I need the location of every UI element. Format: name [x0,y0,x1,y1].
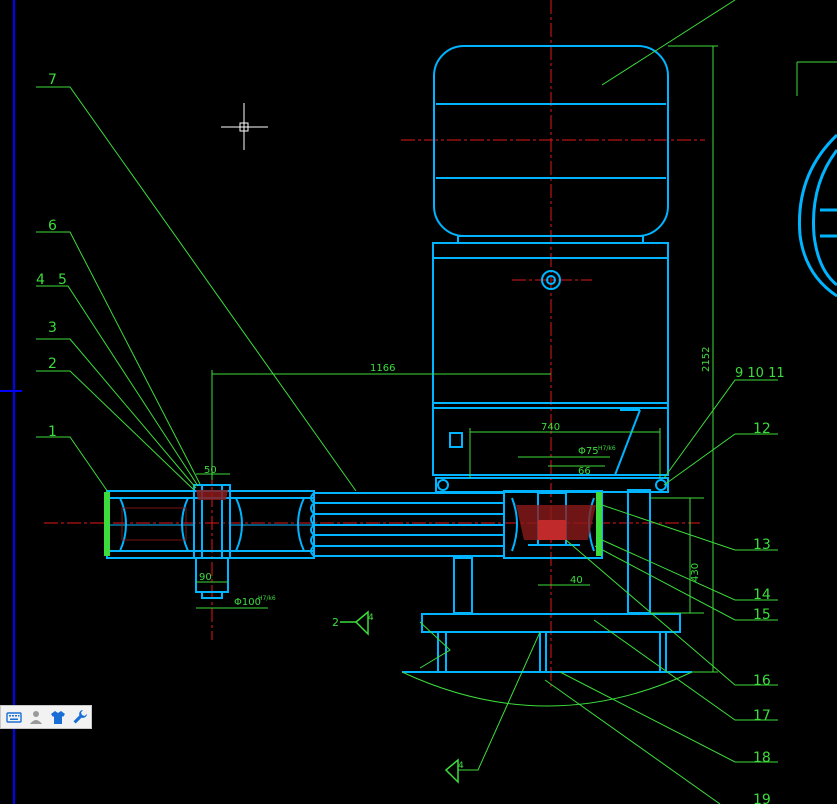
dimension-labels: 1166 2152 740 Φ75 H7/k6 66 50 90 Φ100 H7… [199,347,712,608]
dim-90: 90 [199,572,212,583]
dim-100-fit: H7/k6 [258,595,276,602]
callout-17: 17 [753,708,771,724]
dim-100: Φ100 [234,597,261,608]
dim-75: Φ75 [578,446,599,457]
section-mark-a-num: 4 [368,613,374,623]
section-symbols [340,610,459,784]
callout-19: 19 [753,792,771,804]
stand [402,613,692,673]
right-partial-view [797,133,837,298]
left-seal-green [104,492,110,556]
wrench-icon [73,710,87,724]
section-mark-labels: 2 4 4 [332,613,464,771]
dimension-lines [196,45,718,673]
floating-toolbar [0,705,92,729]
dim-66: 66 [578,466,591,477]
dim-2152: 2152 [701,347,712,372]
keyboard-icon [6,712,22,723]
shirt-button[interactable] [49,708,67,726]
user-icon [30,711,42,724]
callout-4: 4 [36,272,45,288]
dim-75-fit: H7/k6 [598,445,616,452]
callout-5: 5 [58,272,67,288]
dim-740: 740 [541,422,560,433]
keyboard-button[interactable] [5,708,23,726]
section-mark-b-num: 4 [458,761,464,771]
shirt-icon [51,711,65,724]
callout-16: 16 [753,673,771,689]
callout-9-10-11: 9 10 11 [735,366,785,381]
callout-3: 3 [48,320,57,336]
callout-14: 14 [753,587,771,603]
callout-13: 13 [753,537,771,553]
callout-2: 2 [48,356,57,372]
callout-6: 6 [48,218,57,234]
user-button[interactable] [27,708,45,726]
ground-arc [401,671,693,707]
dim-40: 40 [570,575,583,586]
dim-1166: 1166 [370,363,395,374]
left-housing-section [121,490,228,541]
wrench-button[interactable] [71,708,89,726]
arm-tubes [310,492,504,557]
leader-lines [36,0,778,804]
dim-50: 50 [204,465,217,476]
dim-430: 430 [690,563,701,582]
right-seal-green [596,492,602,556]
motor [432,45,669,476]
gearbox-section-fill [516,505,596,540]
section-mark-a: 2 [332,616,339,629]
crosshair-cursor [221,103,268,150]
callout-15: 15 [753,607,771,623]
callout-7: 7 [48,72,57,88]
callout-labels: 7 6 4 5 3 2 1 9 10 11 12 13 14 15 16 17 … [36,72,785,804]
callout-1: 1 [48,424,57,440]
callout-12: 12 [753,421,771,437]
callout-18: 18 [753,750,771,766]
